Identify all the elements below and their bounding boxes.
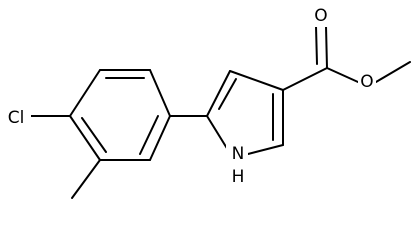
pyrrole-bond-4 (247, 144, 284, 155)
o-carbonyl-label-background (312, 5, 330, 27)
atom-label-cl: Cl (8, 108, 25, 128)
bond-layer (29, 25, 411, 199)
pyrrole-bond-1 (206, 70, 231, 117)
benzene-double-2 (139, 115, 159, 155)
atom-label-o-ester: O (360, 72, 373, 92)
o-ester-label-background (358, 70, 376, 92)
benzene-bond-3 (149, 115, 171, 161)
pyrrole-bond-2 (229, 70, 284, 91)
benzene-double-3 (81, 117, 107, 153)
chemical-structure-diagram: Cl N H O O (1, 5, 411, 199)
pyrrole-bond-5 (206, 115, 229, 151)
nh-label-background (226, 140, 248, 190)
atom-label-h: H (232, 167, 245, 187)
atom-label-n: N (232, 144, 245, 164)
atom-label-o-carbonyl: O (314, 6, 327, 26)
c-o-double-b (315, 25, 318, 65)
benzene-bond-2 (149, 69, 171, 117)
c-o-ester-bond (326, 67, 359, 83)
benzene-bond-6 (69, 69, 101, 117)
atom-label-layer: Cl N H O O (1, 5, 376, 190)
c-o-double-a (325, 25, 328, 69)
methyl-bond (71, 159, 101, 199)
cl-label-background (1, 106, 31, 130)
pyrrole-double-1 (218, 78, 237, 110)
o-methyl-bond (375, 61, 411, 83)
benzene-bond-5 (69, 115, 101, 161)
c-carbonyl-bond (282, 67, 328, 91)
